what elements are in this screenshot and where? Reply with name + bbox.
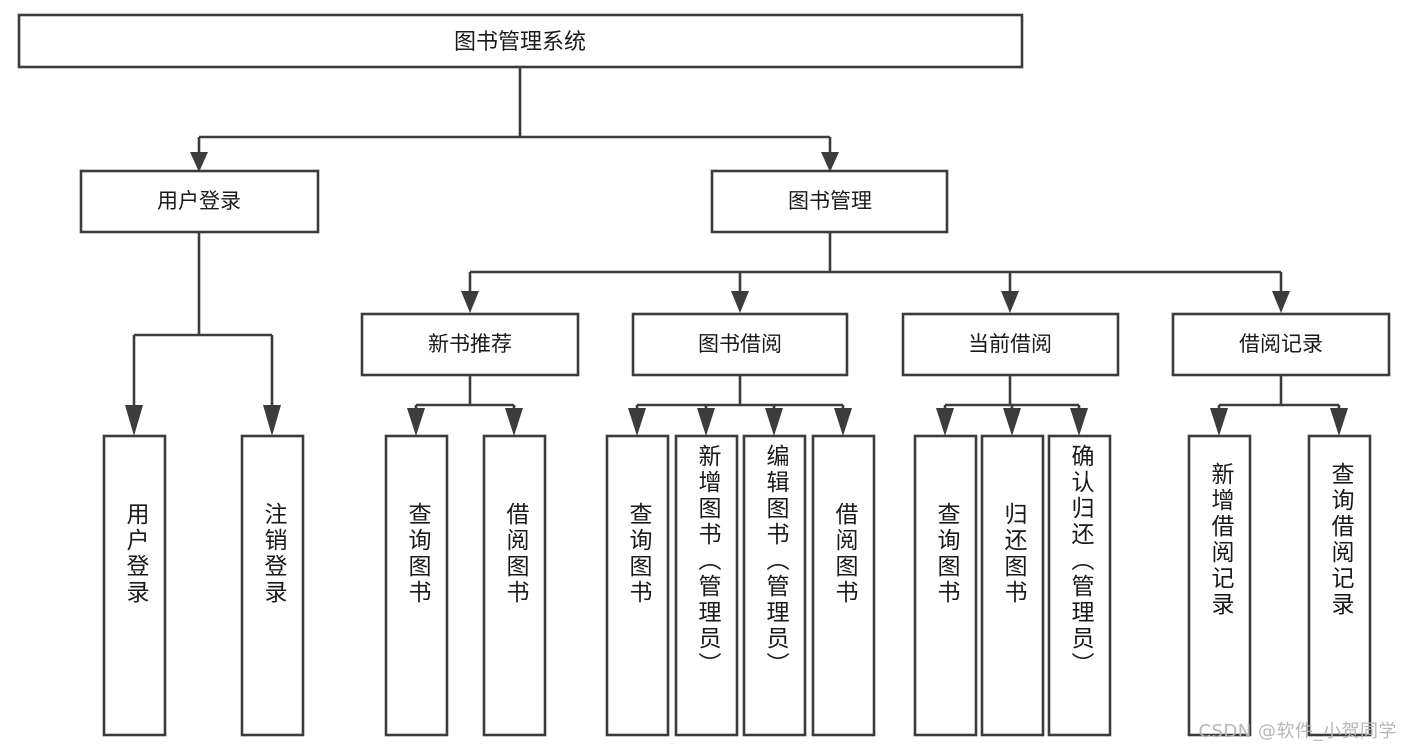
leaf-box-new-book-0[interactable] <box>384 434 449 737</box>
node-book-management-label: 图书管理 <box>788 189 872 213</box>
arrowhead-new-book <box>461 291 479 313</box>
node-new-book-recommend-label: 新书推荐 <box>428 332 512 356</box>
leaf-box-new-book-1[interactable] <box>482 434 547 737</box>
leaf-box-borrow-record-1[interactable] <box>1307 434 1372 737</box>
arrowhead-current-borrow <box>1001 291 1019 313</box>
node-root-label: 图书管理系统 <box>454 30 586 55</box>
node-layer <box>17 13 1391 737</box>
arrowhead-borrow-record <box>1272 291 1290 313</box>
leaf-box-current-borrow-0[interactable] <box>913 434 978 737</box>
arrowhead-current-borrow-c1 <box>936 408 954 436</box>
node-user-login-label: 用户登录 <box>157 189 241 213</box>
arrowhead-book-borrow-c2 <box>697 408 715 436</box>
arrowhead-book-mgmt <box>821 152 839 172</box>
node-current-borrow-box[interactable] <box>901 312 1120 377</box>
node-borrow-record-box[interactable] <box>1171 312 1391 377</box>
arrowhead-book-borrow-c4 <box>834 408 852 436</box>
arrowhead-current-borrow-c3 <box>1070 408 1088 436</box>
node-book-management-box[interactable] <box>710 169 949 234</box>
node-current-borrow-label: 当前借阅 <box>968 332 1052 356</box>
arrowhead-new-book-c1 <box>407 408 425 436</box>
leaf-box-borrow-record-0[interactable] <box>1187 434 1252 737</box>
node-new-book-recommend-box[interactable] <box>360 312 580 377</box>
leaf-box-book-borrow-3[interactable] <box>811 434 876 737</box>
arrowhead-leaf-user-login <box>125 405 143 436</box>
arrowhead-book-borrow <box>731 291 749 313</box>
node-borrow-record-label: 借阅记录 <box>1239 332 1323 356</box>
arrowhead-user-login <box>190 152 208 172</box>
arrowhead-borrow-record-c1 <box>1210 408 1228 436</box>
leaf-box-current-borrow-1[interactable] <box>980 434 1045 737</box>
connector-layer <box>125 67 1348 436</box>
node-user-login-box[interactable] <box>79 169 320 234</box>
arrowhead-book-borrow-c1 <box>628 408 646 436</box>
arrowhead-new-book-c2 <box>505 408 523 436</box>
label-layer: 图书管理系统 用户登录 图书管理 新书推荐 图书借阅 当前借阅 借阅记录 <box>157 30 1323 356</box>
leaf-box-book-borrow-2[interactable] <box>742 434 807 737</box>
leaf-box-current-borrow-2[interactable] <box>1047 434 1112 737</box>
leaf-box-book-borrow-1[interactable] <box>674 434 739 737</box>
leaf-box-user-login-1[interactable] <box>240 434 305 737</box>
leaf-box-user-login-0[interactable] <box>102 434 167 737</box>
node-book-borrow-label: 图书借阅 <box>698 332 782 356</box>
arrowhead-current-borrow-c2 <box>1003 408 1021 436</box>
arrowhead-borrow-record-c2 <box>1330 408 1348 436</box>
watermark: CSDN @软件_小贺同学 <box>1198 721 1397 742</box>
node-root-box[interactable] <box>17 13 1024 69</box>
node-book-borrow-box[interactable] <box>631 312 849 377</box>
leaf-box-book-borrow-0[interactable] <box>605 434 670 737</box>
arrowhead-book-borrow-c3 <box>765 408 783 436</box>
arrowhead-leaf-logout <box>263 405 281 436</box>
